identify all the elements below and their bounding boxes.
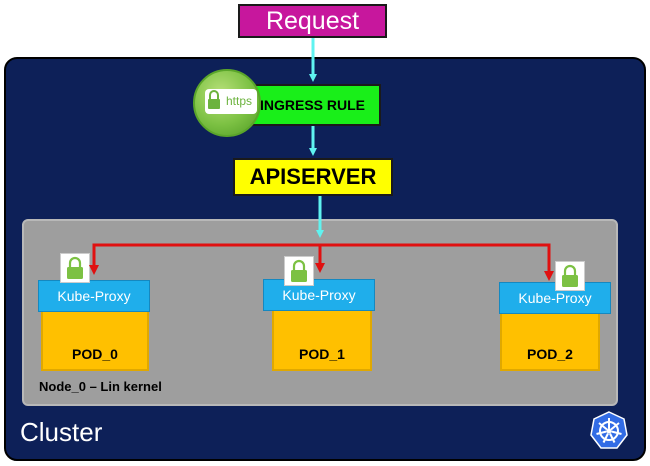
- kube-proxy-0: Kube-Proxy: [38, 280, 150, 312]
- pod-0-box: POD_0: [41, 303, 149, 371]
- pod-1-label: POD_1: [299, 346, 345, 362]
- https-badge-text: https: [226, 94, 253, 108]
- pod-1-box: POD_1: [272, 303, 372, 371]
- node-label: Node_0 – Lin kernel: [39, 379, 162, 394]
- cluster-label: Cluster: [20, 417, 103, 447]
- pod-1-lock-badge: [284, 256, 314, 286]
- request-box: Request: [238, 4, 387, 38]
- pod-0-lock-badge: [60, 253, 90, 283]
- pod-2-label: POD_2: [527, 346, 573, 362]
- kube-proxy-2: Kube-Proxy: [499, 282, 611, 314]
- ingress-rule-box: INGRESS RULE: [251, 84, 381, 126]
- apiserver-box: APISERVER: [233, 158, 393, 196]
- pod-2-lock-badge: [555, 261, 585, 291]
- pod-0-label: POD_0: [72, 346, 118, 362]
- kube-proxy-1: Kube-Proxy: [263, 279, 375, 311]
